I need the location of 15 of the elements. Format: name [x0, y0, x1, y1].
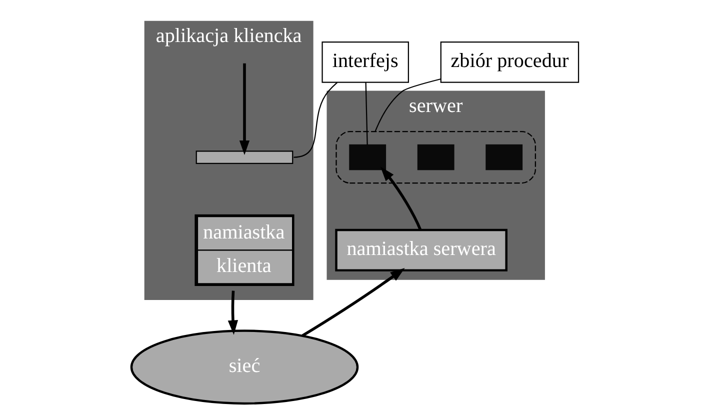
arrow — [301, 268, 404, 337]
node-ellipse: sieć — [130, 330, 358, 405]
node-box: zbiór procedur — [440, 41, 579, 83]
cluster — [335, 131, 536, 184]
arrow — [238, 63, 250, 156]
arrow — [380, 166, 422, 230]
node-bar — [195, 150, 293, 164]
node-box — [348, 144, 386, 170]
connector — [364, 82, 368, 145]
node-box — [416, 144, 454, 170]
connector — [374, 78, 440, 132]
arrow — [227, 290, 238, 335]
node-box: namiastka serwera — [334, 228, 507, 272]
node-box — [485, 144, 522, 170]
node-box: interfejs — [321, 41, 408, 83]
